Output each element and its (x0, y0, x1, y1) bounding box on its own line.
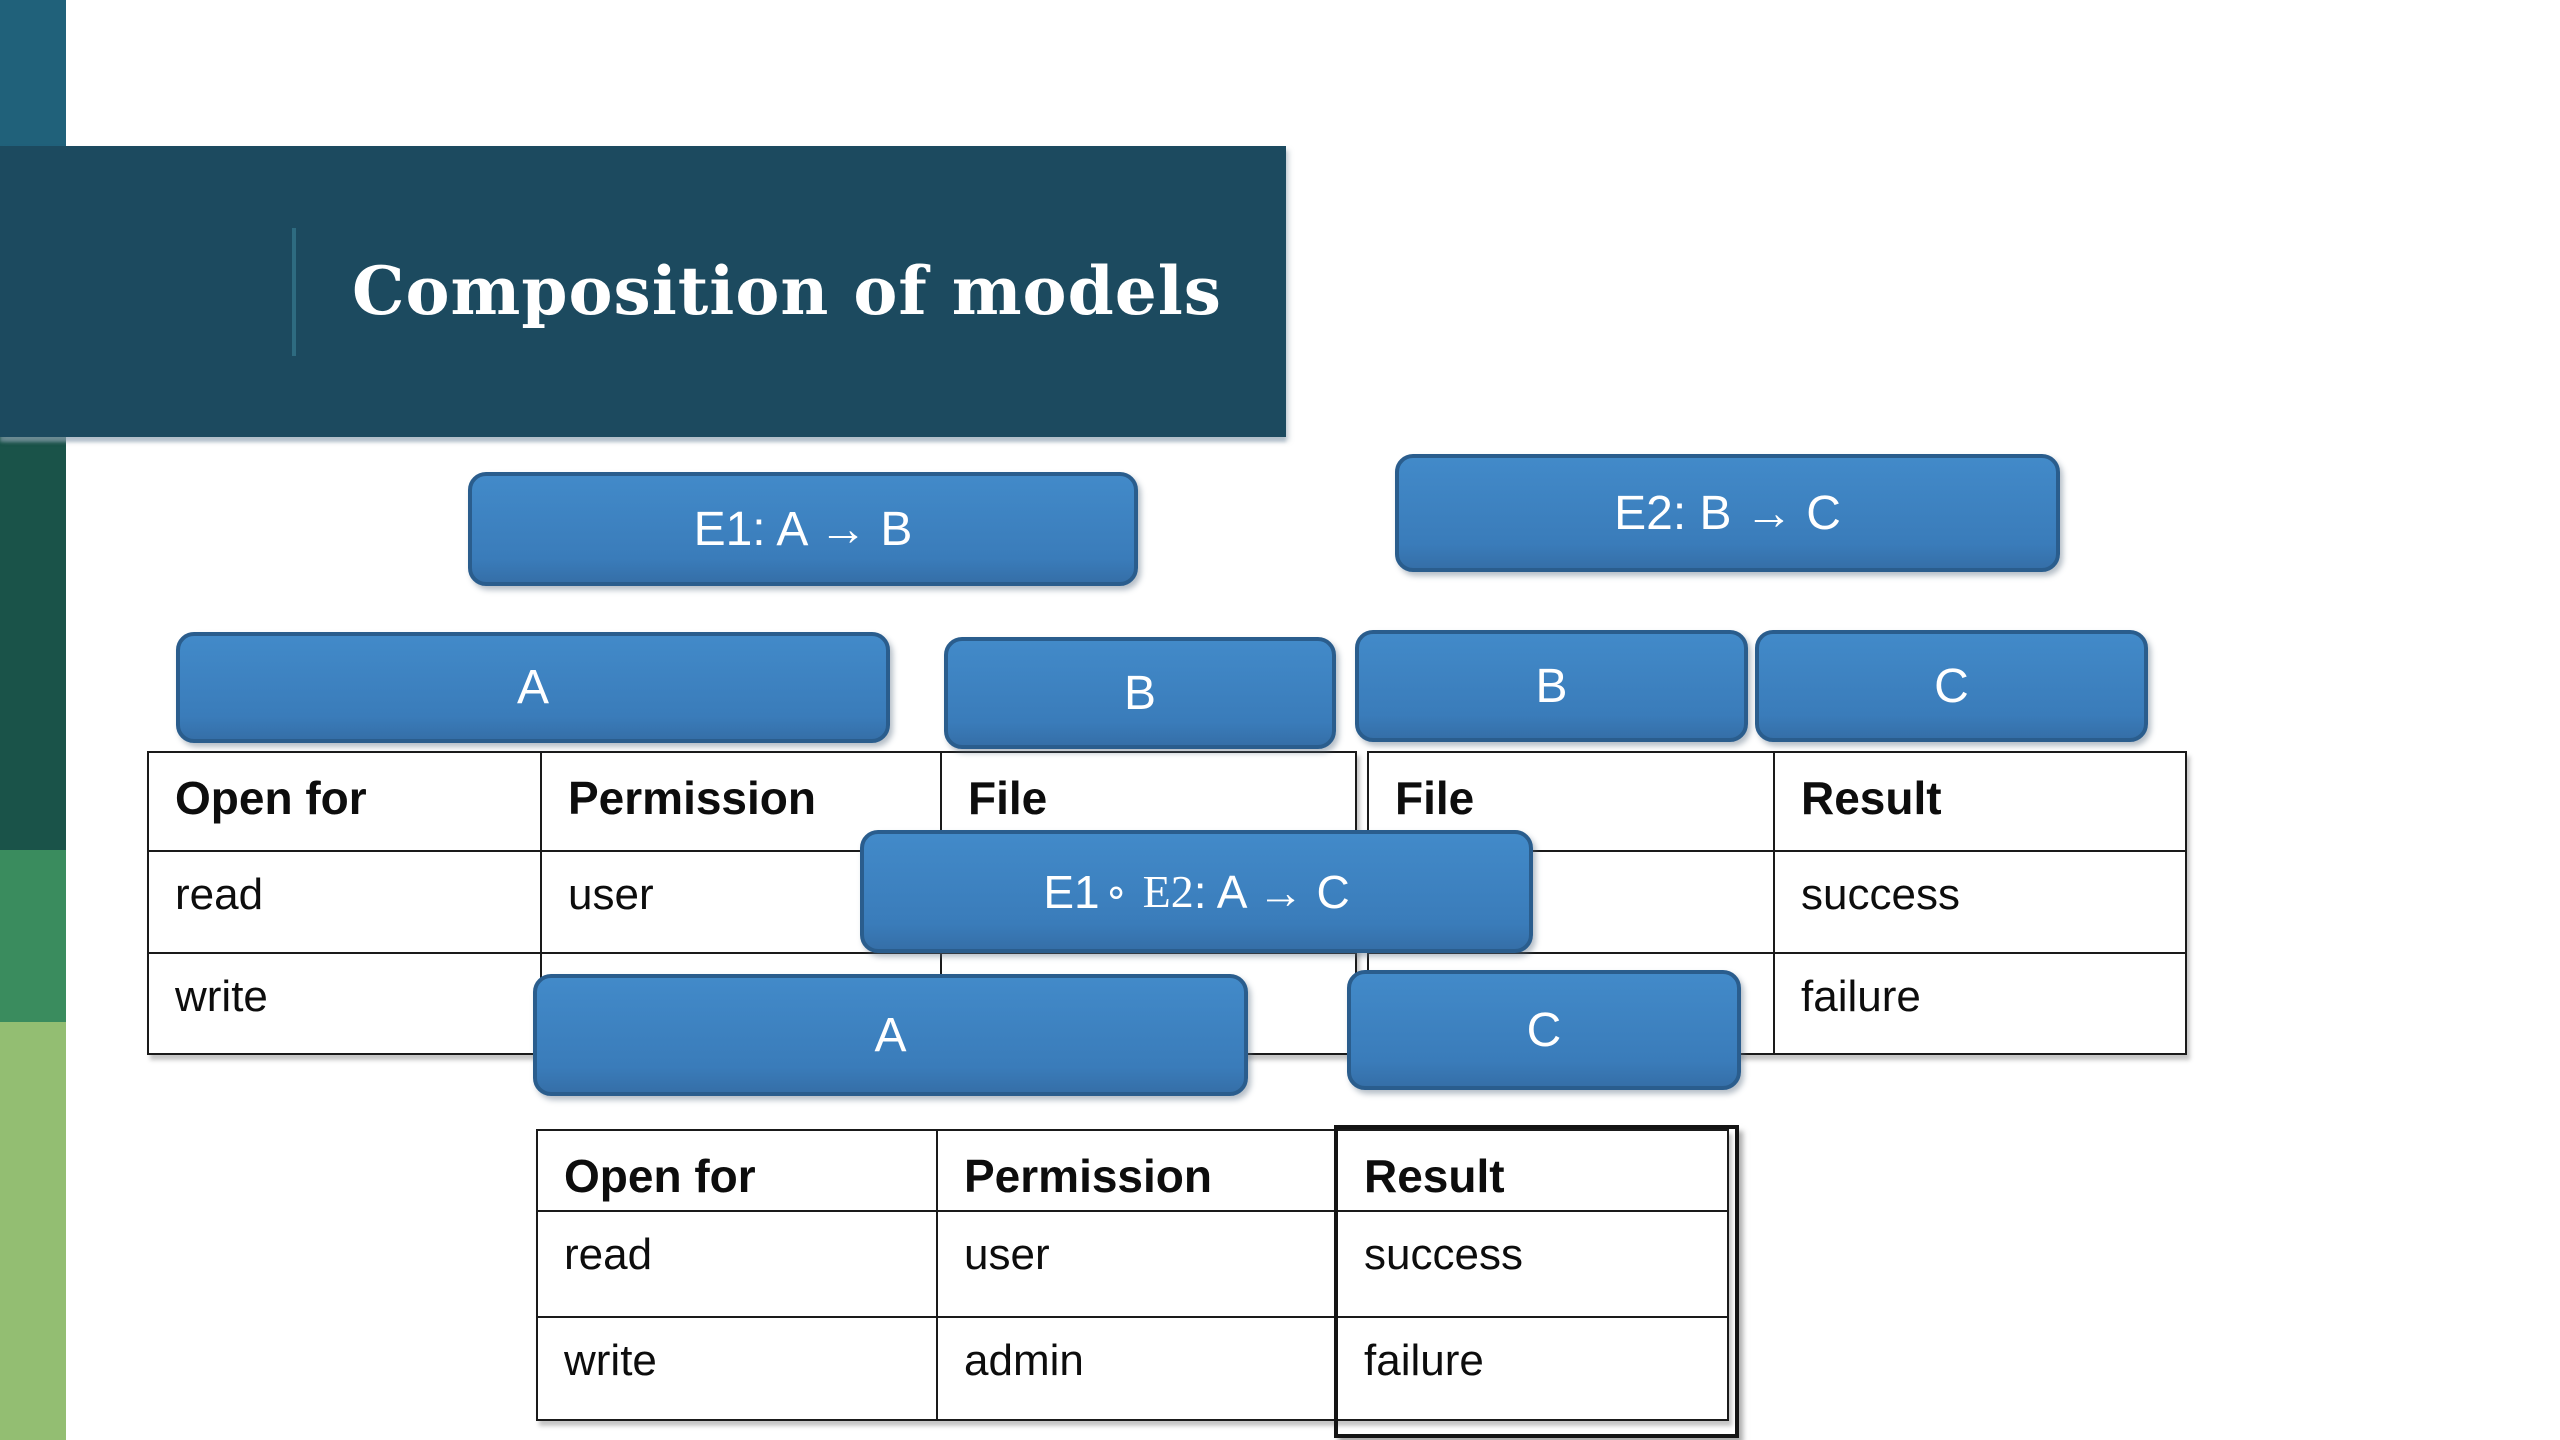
table-left-header-permission: Permission (542, 753, 942, 852)
title-banner: Composition of models (0, 146, 1286, 437)
compose-e2-text: E2 (1142, 866, 1194, 917)
composition-ring-operator: ∘ (1103, 869, 1129, 914)
table-right-header-result: Result (1775, 753, 2187, 852)
shape-c-bottom-label: C (1526, 1003, 1562, 1057)
shape-model-b-left: B (944, 637, 1336, 749)
table-bottom-cell-r2c3: failure (1338, 1318, 1729, 1421)
table-bottom-header-result: Result (1338, 1131, 1729, 1212)
table-right-header-file: File (1369, 753, 1775, 852)
shape-e1-label: E1: A → B (693, 502, 913, 556)
shape-model-a-top: A (176, 632, 890, 743)
shape-e1e2-composition: E1∘ E2: A → C (860, 830, 1533, 953)
shape-e2-label: E2: B → C (1614, 486, 1841, 540)
shape-b-right-label: B (1535, 659, 1568, 713)
slide-title: Composition of models (352, 251, 1222, 330)
compose-e1-text: E1 (1043, 865, 1100, 918)
table-bottom-cell-r1c1: read (538, 1212, 938, 1318)
shape-model-c-bottom: C (1347, 970, 1741, 1090)
compose-rest-text: : A → C (1193, 865, 1350, 918)
table-right-cell-r1c2: success (1775, 852, 2187, 954)
table-bottom-cell-r1c3: success (1338, 1212, 1729, 1318)
table-left-header-open-for: Open for (149, 753, 542, 852)
stripe-dark-green (0, 437, 66, 850)
table-left-cell-r2c1: write (149, 954, 542, 1055)
shape-b-left-label: B (1123, 666, 1156, 720)
shape-e2-mapping: E2: B → C (1395, 454, 2060, 572)
table-right-cell-r2c2: failure (1775, 954, 2187, 1055)
table-bottom-cell-r1c2: user (938, 1212, 1338, 1318)
stripe-light-green (0, 1022, 66, 1440)
table-bottom-cell-r2c2: admin (938, 1318, 1338, 1421)
shape-model-a-bottom: A (533, 974, 1248, 1096)
table-left-cell-r1c1: read (149, 852, 542, 954)
stripe-mid-green (0, 850, 66, 1022)
title-accent-line (292, 228, 296, 356)
shape-a-top-label: A (516, 661, 549, 714)
table-bottom-header-open-for: Open for (538, 1131, 938, 1212)
shape-a-bottom-label: A (874, 1008, 907, 1062)
shape-model-b-right: B (1355, 630, 1748, 742)
shape-e1-mapping: E1: A → B (468, 472, 1138, 586)
table-bottom-cell-r2c1: write (538, 1318, 938, 1421)
table-right-cell-r1c1 (1369, 852, 1775, 954)
table-bottom: Open for Permission Result read user suc… (536, 1129, 1729, 1421)
shape-c-top-label: C (1934, 659, 1969, 713)
shape-model-c-top: C (1755, 630, 2148, 742)
table-bottom-header-permission: Permission (938, 1131, 1338, 1212)
